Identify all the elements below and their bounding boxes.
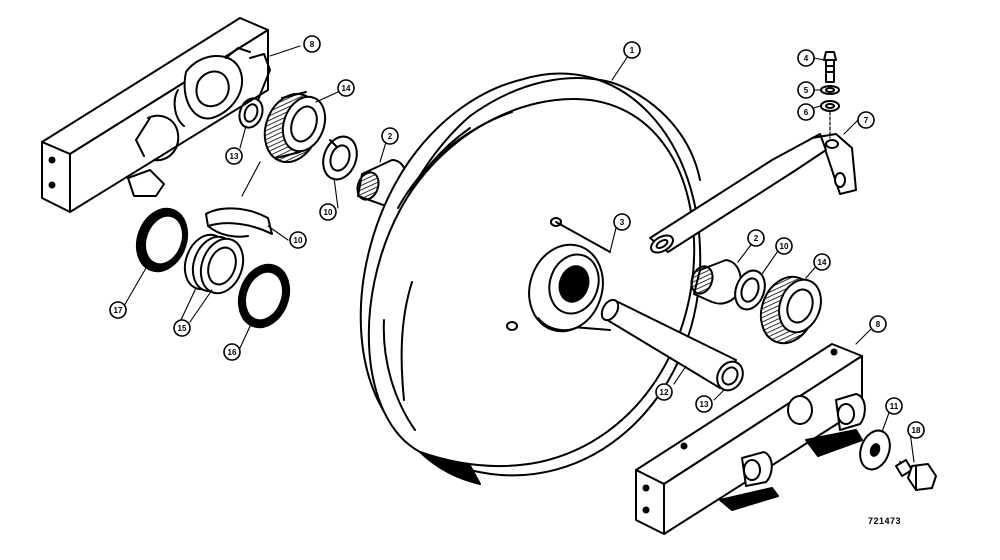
callout-3: 3 bbox=[613, 213, 631, 231]
svg-text:8: 8 bbox=[310, 40, 315, 49]
svg-text:16: 16 bbox=[228, 348, 237, 357]
callout-15: 15 bbox=[173, 319, 191, 337]
svg-text:6: 6 bbox=[804, 108, 809, 117]
callout-12: 12 bbox=[655, 383, 673, 401]
callout-11: 11 bbox=[885, 397, 903, 415]
bushing-right bbox=[690, 259, 742, 305]
svg-text:13: 13 bbox=[230, 152, 239, 161]
svg-text:18: 18 bbox=[912, 426, 921, 435]
callout-5: 5 bbox=[797, 81, 815, 99]
svg-text:2: 2 bbox=[754, 234, 759, 243]
callout-10-a: 10 bbox=[319, 203, 337, 221]
svg-text:2: 2 bbox=[388, 132, 393, 141]
svg-text:14: 14 bbox=[818, 258, 827, 267]
leader-lines bbox=[123, 45, 915, 463]
callout-10-c: 10 bbox=[775, 237, 793, 255]
callout-8-upper: 8 bbox=[303, 35, 321, 53]
callout-13-lower: 13 bbox=[695, 395, 713, 413]
callout-2-right: 2 bbox=[747, 229, 765, 247]
callout-6: 6 bbox=[797, 103, 815, 121]
seal-assembly-upper-left bbox=[263, 91, 327, 164]
callout-2-left: 2 bbox=[381, 127, 399, 145]
lockwasher-5 bbox=[820, 85, 840, 95]
svg-text:15: 15 bbox=[178, 324, 187, 333]
svg-text:8: 8 bbox=[876, 320, 881, 329]
shaft bbox=[600, 298, 744, 392]
right-frame-bracket bbox=[635, 343, 866, 535]
callout-1: 1 bbox=[623, 41, 641, 59]
svg-text:17: 17 bbox=[114, 306, 123, 315]
svg-text:11: 11 bbox=[890, 402, 899, 411]
bolt-4 bbox=[823, 51, 837, 83]
callout-14-upper: 14 bbox=[337, 79, 355, 97]
callout-10-b: 10 bbox=[289, 231, 307, 249]
svg-text:1: 1 bbox=[630, 46, 635, 55]
seal-assembly-15 bbox=[183, 233, 245, 295]
callout-14-lower: 14 bbox=[813, 253, 831, 271]
svg-text:14: 14 bbox=[342, 84, 351, 93]
callout-16: 16 bbox=[223, 343, 241, 361]
svg-text:5: 5 bbox=[804, 86, 809, 95]
svg-text:7: 7 bbox=[864, 116, 869, 125]
callout-7: 7 bbox=[857, 111, 875, 129]
svg-text:10: 10 bbox=[324, 208, 333, 217]
left-frame-bracket bbox=[41, 17, 271, 213]
svg-text:10: 10 bbox=[780, 242, 789, 251]
svg-text:13: 13 bbox=[700, 400, 709, 409]
svg-text:10: 10 bbox=[294, 236, 303, 245]
seal-17 bbox=[135, 207, 189, 273]
callout-4: 4 bbox=[797, 49, 815, 67]
svg-text:4: 4 bbox=[804, 54, 809, 63]
thrust-washer-upper bbox=[322, 135, 358, 181]
washer-6 bbox=[820, 100, 840, 112]
document-number: 721473 bbox=[868, 516, 902, 526]
thrust-washer-right bbox=[734, 269, 766, 311]
seal-assembly-right bbox=[759, 275, 822, 345]
callout-8-lower: 8 bbox=[869, 315, 887, 333]
svg-text:3: 3 bbox=[620, 218, 625, 227]
thrust-washer-segment bbox=[205, 207, 273, 238]
arm-bracket bbox=[649, 133, 857, 254]
washer-11 bbox=[859, 429, 891, 471]
svg-text:12: 12 bbox=[660, 388, 669, 397]
seal-ring-16 bbox=[237, 263, 291, 329]
idler-wheel bbox=[359, 72, 702, 485]
callout-18: 18 bbox=[907, 421, 925, 439]
callout-17: 17 bbox=[109, 301, 127, 319]
bolt-18 bbox=[895, 459, 937, 491]
callouts: 1 2 2 3 4 5 6 7 8 8 10 10 10 11 12 13 13… bbox=[109, 35, 925, 439]
callout-13-upper: 13 bbox=[225, 147, 243, 165]
